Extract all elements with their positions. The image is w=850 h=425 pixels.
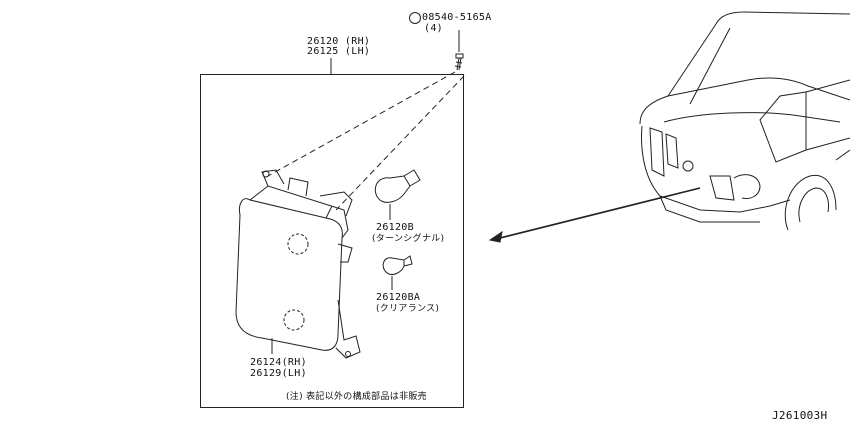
clearance-bulb-icon	[382, 255, 413, 275]
screw-axis-dashed	[335, 75, 465, 211]
turn-signal-bulb-icon	[374, 169, 421, 203]
lamp-assembly-rh-label: 26120 (RH)	[307, 36, 371, 47]
vehicle-front-icon	[639, 11, 850, 231]
sales-note: (注) 表記以外の構成部品は非販売	[286, 392, 427, 402]
screw-axis-dashed	[267, 71, 456, 177]
clearance-bulb-name: (クリアランス)	[376, 304, 440, 314]
lamp-assembly-lh-label: 26125 (LH)	[307, 46, 371, 57]
screw-quantity: (4)	[424, 23, 443, 34]
screw-symbol-icon	[409, 12, 421, 24]
housing-lh-label: 26129(LH)	[250, 368, 307, 379]
diagram-id: J261003H	[772, 409, 828, 422]
location-arrow-line	[491, 187, 701, 241]
turn-signal-bulb-name: (ターンシグナル)	[372, 234, 445, 244]
screw-part-number: 08540-5165A	[422, 12, 492, 23]
clearance-bulb-number: 26120BA	[376, 292, 421, 303]
turn-signal-bulb-number: 26120B	[376, 222, 414, 233]
lamp-housing-icon	[235, 169, 361, 359]
screw-icon	[454, 53, 464, 71]
housing-rh-label: 26124(RH)	[250, 357, 307, 368]
location-arrowhead-icon	[488, 230, 503, 243]
parts-frame	[200, 74, 464, 408]
